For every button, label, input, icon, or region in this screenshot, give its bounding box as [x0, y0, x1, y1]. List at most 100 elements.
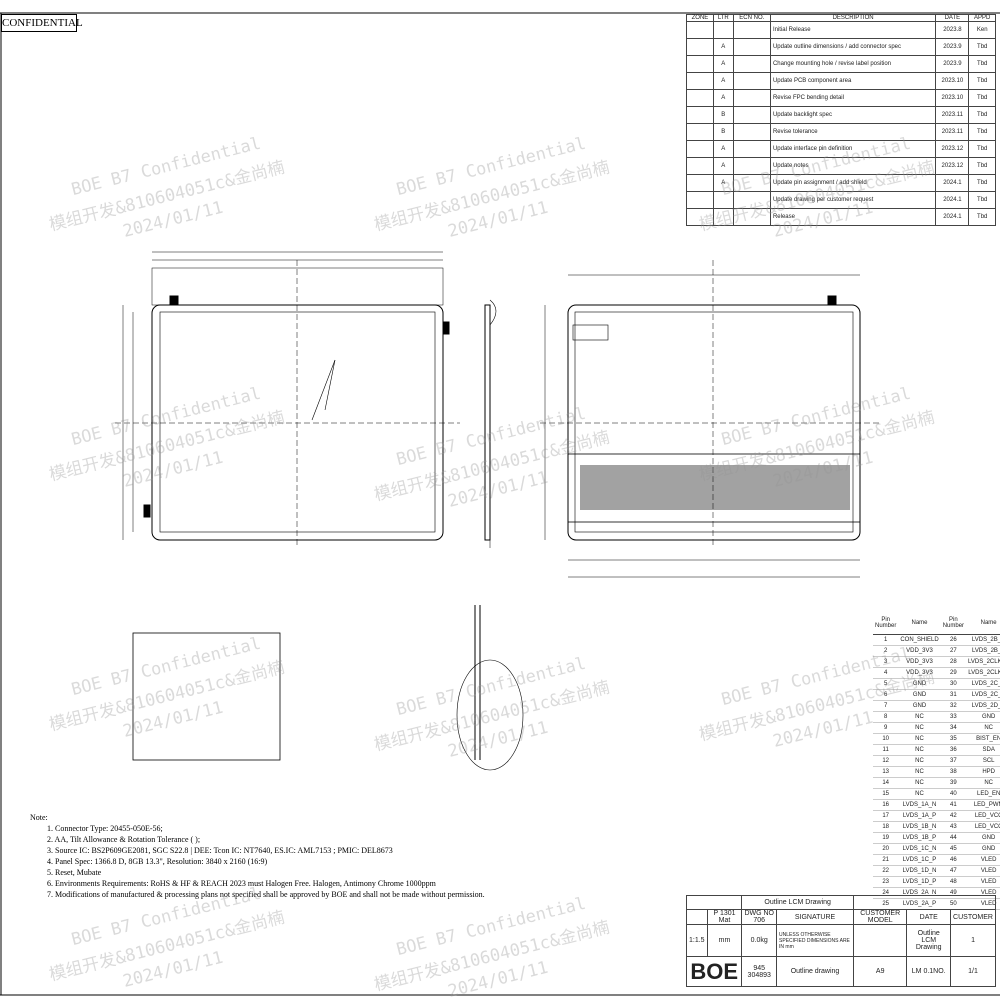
rev-description: Update PCB component area: [769, 72, 937, 90]
pin-cell: LVDS_1A_P: [898, 810, 941, 822]
tb-weight: 0.0kg: [741, 924, 778, 957]
boe-logo: BOE: [685, 956, 743, 987]
pin-cell: LVDS_1C_N: [898, 843, 941, 855]
pin-cell: SCL: [966, 755, 1000, 767]
rev-ltr: A: [712, 72, 734, 90]
pin-cell: 21: [873, 854, 899, 866]
note-item: 5. Reset, Mubate: [47, 868, 102, 877]
pin-cell: 19: [873, 832, 899, 844]
pin-cell: BIST_EN: [966, 733, 1000, 745]
pin-cell: GND: [966, 843, 1000, 855]
pin-cell: 46: [940, 854, 967, 866]
rev-date: 2024.1: [935, 174, 970, 192]
pin-cell: LVDS_2C_P: [966, 689, 1000, 701]
pin-cell: 22: [873, 865, 899, 877]
side-view: [484, 299, 497, 548]
pin-cell: 34: [940, 722, 967, 734]
rev-appd: Tbd: [968, 140, 996, 158]
pin-cell: CON_SHIELD: [898, 634, 941, 646]
rev-date: 2023.9: [935, 55, 970, 73]
fpc-detail: [456, 605, 524, 771]
tb-drawing-name: Outline drawing: [776, 956, 854, 987]
rev-date: 2023.9: [935, 38, 970, 56]
rev-appd: Tbd: [968, 208, 996, 226]
rev-description: Release: [769, 208, 937, 226]
pin-cell: 4: [873, 667, 899, 679]
pin-cell: 40: [940, 788, 967, 800]
rev-description: Update interface pin definition: [769, 140, 937, 158]
pin-cell: 38: [940, 766, 967, 778]
note-item: 1. Connector Type: 20455-050E-56;: [47, 824, 163, 833]
rev-col-appd: APPD: [968, 14, 996, 22]
pin-cell: LVDS_2B_P: [966, 645, 1000, 657]
revision-header-row: ZONE LTR ECN NO. DESCRIPTION DATE APPD: [686, 14, 996, 22]
pin-cell: VDD_3V3: [898, 667, 941, 679]
rev-ltr: A: [712, 140, 734, 158]
pin-cell: VLED: [966, 865, 1000, 877]
tb-part-no: 945 304893: [741, 956, 778, 987]
pin-cell: 11: [873, 744, 899, 756]
rev-appd: Ken: [968, 21, 996, 39]
note-item: 4. Panel Spec: 1366.8 D, 8GB 13.3", Reso…: [47, 857, 268, 866]
rev-date: 2023.11: [935, 123, 970, 141]
pin-cell: GND: [898, 700, 941, 712]
tb-date: DATE: [906, 909, 952, 925]
pin-cell: LED_PWM: [966, 799, 1000, 811]
pin-cell: 23: [873, 876, 899, 888]
rev-ltr: B: [712, 106, 734, 124]
pin-cell: 37: [940, 755, 967, 767]
pin-header-row: Pin Number Name Pin Number Name: [873, 612, 1000, 635]
pin-cell: 10: [873, 733, 899, 745]
title-block: Outline LCM Drawing P 1301 Mat DWG NO 70…: [685, 895, 997, 987]
pin-cell: 3: [873, 656, 899, 668]
pin-cell: 45: [940, 843, 967, 855]
rev-date: 2023.12: [935, 157, 970, 175]
pin-cell: LVDS_1B_N: [898, 821, 941, 833]
notes-title: Note:: [30, 813, 48, 822]
rev-description: Update pin assignment / add shield: [769, 174, 937, 192]
pin-col-name-2: Name: [966, 612, 1000, 635]
pin-cell: NC: [898, 777, 941, 789]
pin-col-number-2: Pin Number: [940, 612, 967, 635]
pin-cell: GND: [966, 832, 1000, 844]
pin-cell: NC: [966, 722, 1000, 734]
pin-cell: 5: [873, 678, 899, 690]
rev-date: 2024.1: [935, 208, 970, 226]
tb-unit: mm: [706, 924, 743, 957]
pin-cell: NC: [898, 711, 941, 723]
pin-cell: NC: [966, 777, 1000, 789]
back-view: [540, 260, 880, 578]
pin-cell: LVDS_1C_P: [898, 854, 941, 866]
rev-appd: Tbd: [968, 191, 996, 209]
rev-ltr: [712, 191, 734, 209]
rev-col-ltr: LTR: [712, 14, 734, 22]
rev-col-ecn: ECN NO.: [732, 14, 771, 22]
rev-appd: Tbd: [968, 38, 996, 56]
rev-appd: Tbd: [968, 123, 996, 141]
rev-appd: Tbd: [968, 157, 996, 175]
tb-page: 1/1: [950, 956, 996, 987]
pin-cell: NC: [898, 766, 941, 778]
rev-date: 2023.11: [935, 106, 970, 124]
pin-cell: LVDS_1B_P: [898, 832, 941, 844]
pin-cell: 9: [873, 722, 899, 734]
pin-cell: VLED: [966, 854, 1000, 866]
rev-col-date: DATE: [935, 14, 970, 22]
pin-col-name: Name: [898, 612, 941, 635]
pin-cell: GND: [898, 678, 941, 690]
pin-cell: 16: [873, 799, 899, 811]
pin-cell: LVDS_2C_N: [966, 678, 1000, 690]
